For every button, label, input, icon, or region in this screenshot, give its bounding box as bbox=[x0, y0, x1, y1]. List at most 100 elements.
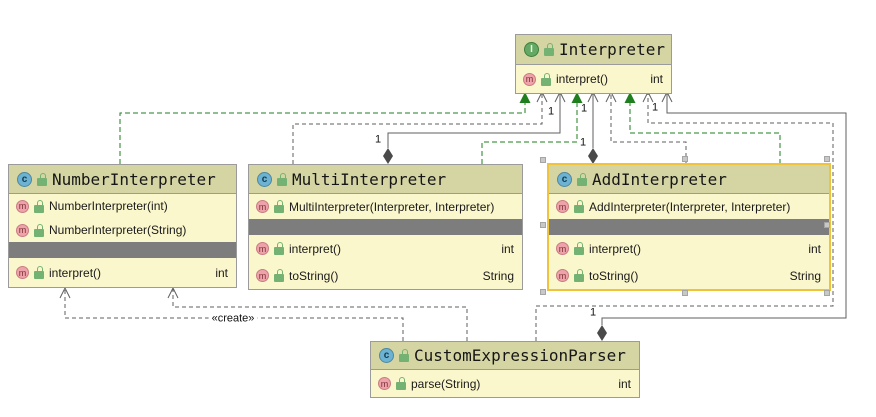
member-label: interpret() bbox=[589, 241, 642, 256]
member-return-type: int bbox=[808, 241, 821, 256]
method-icon: m bbox=[16, 199, 29, 213]
member-return-type: int bbox=[215, 265, 228, 280]
edge-label: «create» bbox=[208, 313, 258, 325]
edge-label: 1 bbox=[547, 105, 555, 118]
member-constructor[interactable]: m AddInterpreter(Interpreter, Interprete… bbox=[549, 194, 829, 219]
class-header-customexpressionparser[interactable]: c CustomExpressionParser bbox=[371, 342, 639, 370]
member-label: interpret() bbox=[556, 72, 609, 86]
composition-addinterpreter-interpreter[interactable] bbox=[587, 90, 599, 164]
method-icon: m bbox=[256, 200, 269, 213]
member-return-type: String bbox=[482, 268, 514, 283]
class-header-numberinterpreter[interactable]: c NumberInterpreter bbox=[9, 165, 236, 194]
member-interpret[interactable]: m interpret() int bbox=[549, 235, 829, 262]
lock-icon bbox=[574, 200, 584, 213]
edge-label: 1 bbox=[589, 306, 597, 319]
selection-handle[interactable] bbox=[682, 290, 688, 296]
composition-customexpressionparser-interpreter[interactable] bbox=[597, 90, 847, 341]
selection-handle[interactable] bbox=[540, 289, 546, 295]
class-icon: c bbox=[379, 348, 394, 363]
selection-handle[interactable] bbox=[824, 222, 830, 228]
dependency-addinterpreter-interpreter[interactable] bbox=[605, 90, 687, 164]
lock-icon bbox=[37, 172, 47, 186]
member-label: parse(String) bbox=[411, 376, 481, 391]
class-box-addinterpreter[interactable]: c AddInterpreter m AddInterpreter(Interp… bbox=[547, 163, 831, 291]
edge-label: 1 bbox=[651, 101, 659, 114]
class-header-multiinterpreter[interactable]: c MultiInterpreter bbox=[249, 165, 522, 194]
lock-icon bbox=[399, 349, 409, 362]
member-label: toString() bbox=[589, 268, 639, 283]
member-interpret[interactable]: m interpret() int bbox=[516, 65, 671, 93]
method-icon: m bbox=[556, 269, 569, 282]
method-icon: m bbox=[556, 242, 569, 255]
class-name: MultiInterpreter bbox=[292, 169, 447, 189]
member-return-type: int bbox=[501, 241, 514, 256]
class-icon: c bbox=[557, 171, 572, 187]
member-label: NumberInterpreter(String) bbox=[49, 223, 187, 237]
members-separator bbox=[9, 242, 236, 258]
lock-icon bbox=[34, 266, 44, 279]
method-icon: m bbox=[16, 266, 29, 279]
lock-icon bbox=[544, 43, 554, 56]
lock-icon bbox=[277, 172, 287, 186]
class-box-multiinterpreter[interactable]: c MultiInterpreter m MultiInterpreter(In… bbox=[248, 164, 523, 290]
create-dependency-customexpressionparser-numberinterpreter[interactable] bbox=[59, 286, 404, 341]
method-icon: m bbox=[256, 269, 269, 282]
selection-handle[interactable] bbox=[824, 156, 830, 162]
method-icon: m bbox=[523, 72, 536, 86]
lock-icon bbox=[541, 72, 551, 86]
member-return-type: int bbox=[650, 72, 663, 86]
member-tostring[interactable]: m toString() String bbox=[549, 262, 829, 289]
lock-icon bbox=[34, 223, 44, 237]
member-return-type: String bbox=[789, 268, 821, 283]
dependency-customexpressionparser-numberinterpreter[interactable] bbox=[167, 286, 468, 341]
realization-numberinterpreter-interpreter[interactable] bbox=[119, 92, 531, 164]
class-icon: c bbox=[17, 171, 32, 187]
member-constructor-string[interactable]: m NumberInterpreter(String) bbox=[9, 218, 236, 242]
dependency-multiinterpreter-interpreter[interactable] bbox=[292, 90, 548, 164]
selection-handle[interactable] bbox=[540, 222, 546, 228]
lock-icon bbox=[274, 242, 284, 255]
lock-icon bbox=[577, 172, 587, 186]
selection-handle[interactable] bbox=[540, 157, 546, 163]
members-separator bbox=[549, 219, 829, 235]
edge-label: 1 bbox=[580, 102, 588, 115]
member-tostring[interactable]: m toString() String bbox=[249, 262, 522, 289]
class-name: NumberInterpreter bbox=[52, 169, 216, 189]
edge-label: 1 bbox=[374, 133, 382, 146]
member-interpret[interactable]: m interpret() int bbox=[249, 235, 522, 262]
composition-multiinterpreter-interpreter[interactable] bbox=[383, 90, 566, 164]
lock-icon bbox=[274, 269, 284, 282]
realization-multiinterpreter-interpreter[interactable] bbox=[481, 92, 583, 164]
method-icon: m bbox=[16, 223, 29, 237]
class-name: Interpreter bbox=[559, 40, 665, 59]
method-icon: m bbox=[556, 200, 569, 213]
realization-addinterpreter-interpreter[interactable] bbox=[624, 92, 781, 164]
method-icon: m bbox=[378, 377, 391, 390]
class-name: CustomExpressionParser bbox=[414, 346, 626, 365]
selection-handle[interactable] bbox=[824, 290, 830, 296]
lock-icon bbox=[574, 269, 584, 282]
class-box-numberinterpreter[interactable]: c NumberInterpreter m NumberInterpreter(… bbox=[8, 164, 237, 288]
interface-icon: I bbox=[524, 42, 539, 57]
member-constructor[interactable]: m MultiInterpreter(Interpreter, Interpre… bbox=[249, 194, 522, 219]
member-constructor-int[interactable]: m NumberInterpreter(int) bbox=[9, 194, 236, 218]
member-parse[interactable]: m parse(String) int bbox=[371, 370, 639, 397]
member-label: AddInterpreter(Interpreter, Interpreter) bbox=[589, 199, 791, 214]
member-interpret[interactable]: m interpret() int bbox=[9, 258, 236, 287]
member-label: MultiInterpreter(Interpreter, Interprete… bbox=[289, 199, 495, 214]
class-header-interpreter[interactable]: I Interpreter bbox=[516, 35, 671, 65]
class-icon: c bbox=[257, 171, 272, 187]
lock-icon bbox=[274, 200, 284, 213]
edge-label: 1 bbox=[579, 136, 587, 149]
member-label: interpret() bbox=[289, 241, 342, 256]
members-separator bbox=[249, 219, 522, 235]
lock-icon bbox=[396, 377, 406, 390]
selection-handle[interactable] bbox=[682, 156, 688, 162]
member-return-type: int bbox=[618, 376, 631, 391]
class-box-interpreter[interactable]: I Interpreter m interpret() int bbox=[515, 34, 672, 94]
member-label: interpret() bbox=[49, 265, 102, 280]
class-box-customexpressionparser[interactable]: c CustomExpressionParser m parse(String)… bbox=[370, 341, 640, 398]
class-header-addinterpreter[interactable]: c AddInterpreter bbox=[549, 165, 829, 194]
